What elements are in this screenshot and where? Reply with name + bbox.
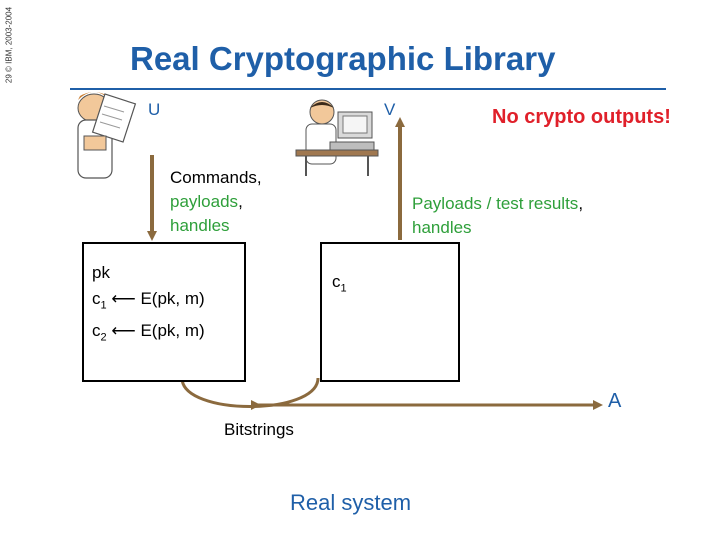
- payloads-word: payloads: [170, 192, 239, 211]
- ciphertext-label: c1: [332, 272, 347, 295]
- no-crypto-warning: No crypto outputs!: [492, 106, 671, 128]
- right-machine-box: [320, 242, 460, 382]
- bitstrings-connector: [180, 377, 320, 408]
- title-underline: [70, 88, 666, 90]
- box-line-c2: c2 ⟵ E(pk, m): [92, 321, 205, 344]
- system-caption: Real system: [290, 490, 412, 515]
- user-label: U: [148, 100, 161, 119]
- left-machine-box: pk c1 ⟵ E(pk, m) c2 ⟵ E(pk, m): [82, 242, 246, 382]
- box-line-c1: c1 ⟵ E(pk, m): [92, 289, 205, 312]
- payloads-text: Payloads / test results, handles: [412, 192, 583, 240]
- commands-text: Commands, payloads, handles: [170, 166, 262, 238]
- payloads-line1: Payloads / test results,: [412, 194, 584, 213]
- machine-clipart-icon: [295, 99, 379, 176]
- commands-line3: handles: [170, 216, 230, 235]
- slide-title: Real Cryptographic Library: [130, 40, 556, 77]
- commands-line2: payloads,: [170, 192, 243, 211]
- bitstrings-label: Bitstrings: [224, 420, 294, 439]
- payloads-line2: handles: [412, 218, 472, 237]
- adversary-label: A: [608, 390, 622, 412]
- user-clipart-icon: [77, 92, 137, 179]
- commands-line1: Commands,: [170, 168, 262, 187]
- machine-label: V: [384, 100, 396, 119]
- left-arrow-icon: ⟵: [111, 321, 136, 341]
- box-line-pk: pk: [92, 263, 110, 282]
- left-arrow-icon: ⟵: [111, 289, 136, 308]
